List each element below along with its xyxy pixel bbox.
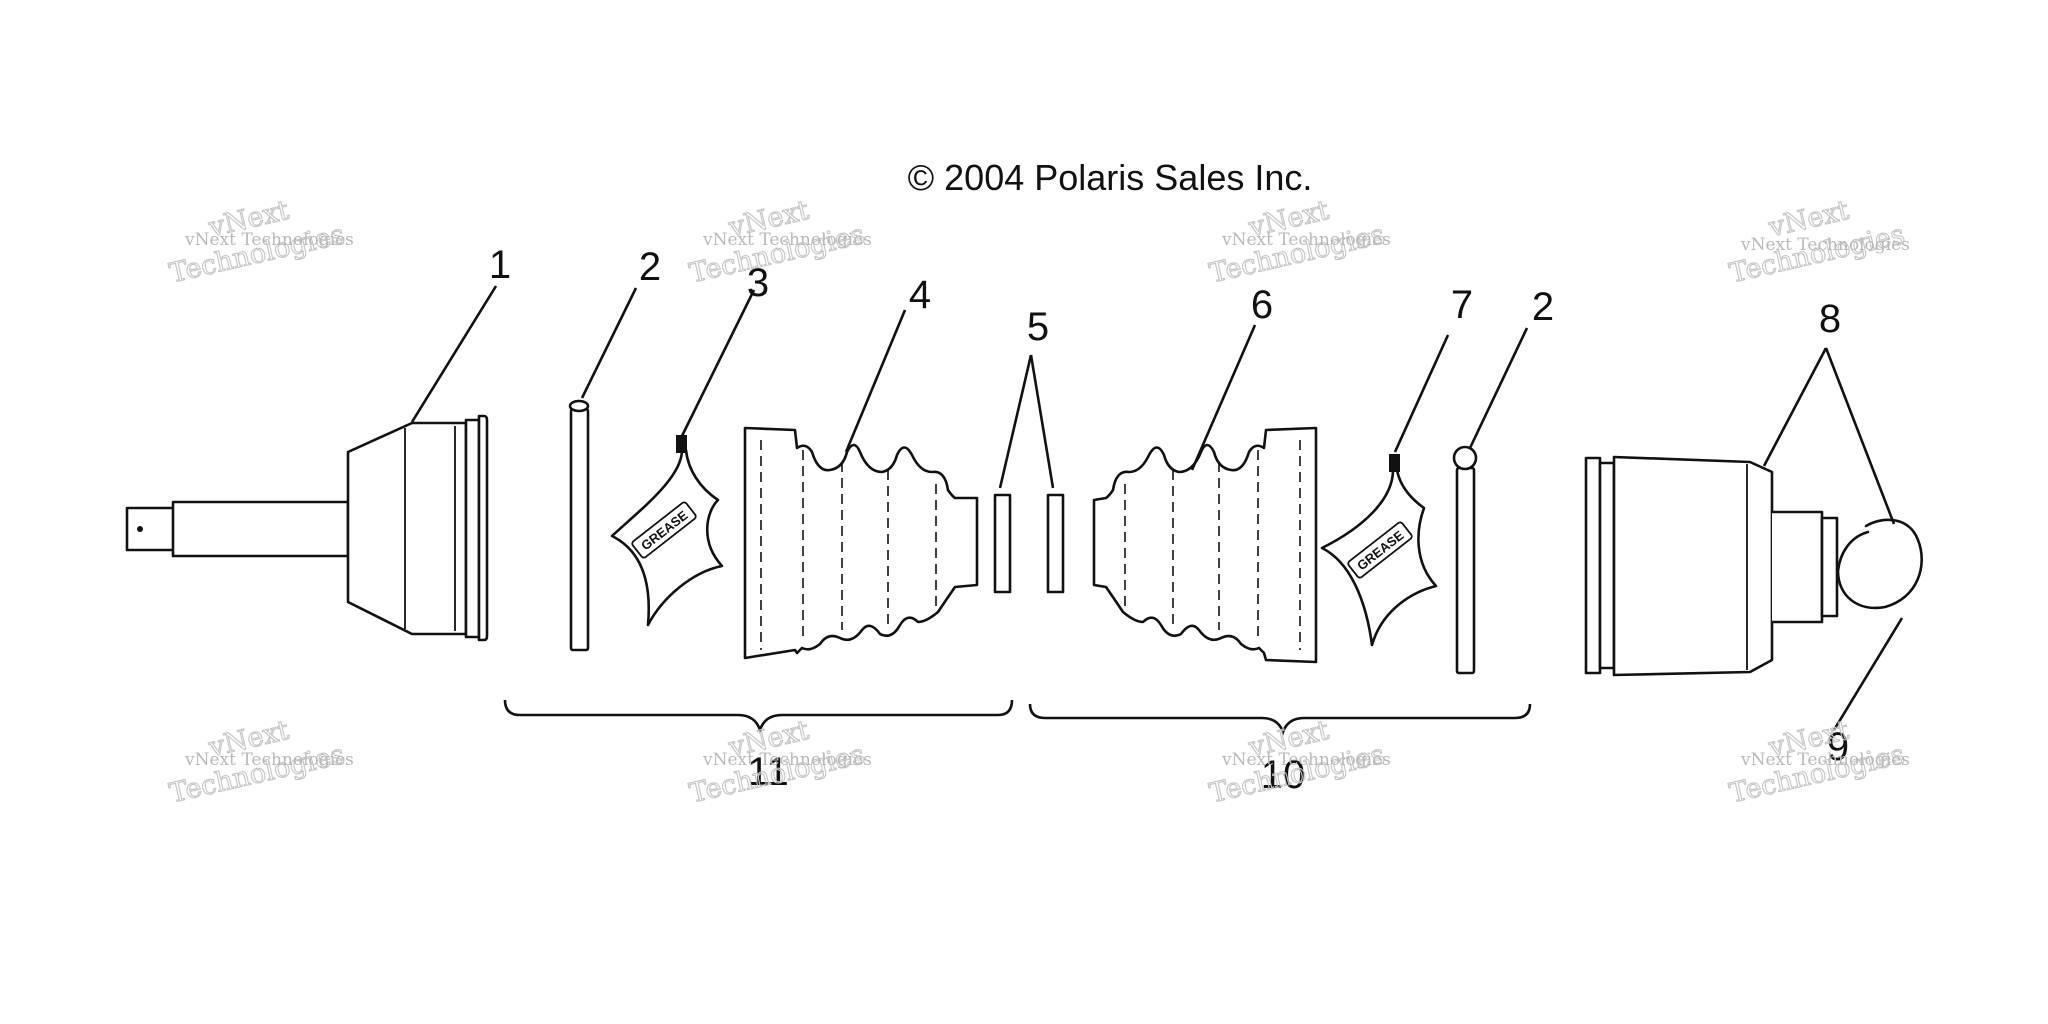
callout-5: 5 — [1027, 305, 1049, 349]
small-bands — [993, 493, 1065, 594]
watermark-small: vNext Technologies — [1221, 230, 1391, 250]
grease-packet-left: GREASE — [610, 435, 724, 627]
callout-8: 8 — [1819, 297, 1841, 341]
watermark-small: vNext Technologies — [1740, 750, 1910, 770]
grease-packet-right: GREASE — [1320, 454, 1438, 647]
boot-clamp-left — [568, 399, 590, 652]
copyright-notice: © 2004 Polaris Sales Inc. — [908, 157, 1313, 198]
leader-lines — [410, 285, 1904, 731]
kit-brace-11 — [503, 699, 1014, 735]
callout-9: 9 — [1827, 725, 1849, 769]
callout-4: 4 — [909, 273, 931, 317]
watermark-small: vNext Technologies — [1740, 235, 1910, 255]
watermark-small: vNext Technologies — [702, 230, 872, 250]
callout-2b: 2 — [1532, 285, 1554, 329]
watermark-small: vNext Technologies — [184, 230, 354, 250]
callout-10: 10 — [1261, 753, 1306, 797]
callout-3: 3 — [747, 261, 769, 305]
callout-7: 7 — [1451, 283, 1473, 327]
callout-1: 1 — [489, 243, 511, 287]
callout-11: 11 — [747, 750, 789, 794]
kit-brace-10 — [1028, 703, 1532, 736]
callout-2: 2 — [639, 245, 661, 289]
callout-numbers: 1 2 3 4 5 6 7 2 8 9 11 10 — [489, 243, 1849, 797]
snap-ring — [1836, 518, 1923, 610]
callout-6: 6 — [1251, 283, 1273, 327]
watermark-small: vNext Technologies — [1221, 750, 1391, 770]
watermark-small: vNext Technologies — [184, 750, 354, 770]
outer-cv-joint — [125, 414, 489, 642]
boot-right — [1092, 426, 1318, 664]
boot-left — [743, 426, 979, 660]
inner-cv-housing — [1584, 455, 1839, 677]
boot-clamp-right — [1452, 445, 1478, 675]
watermark-small: vNext Technologies — [702, 750, 872, 770]
